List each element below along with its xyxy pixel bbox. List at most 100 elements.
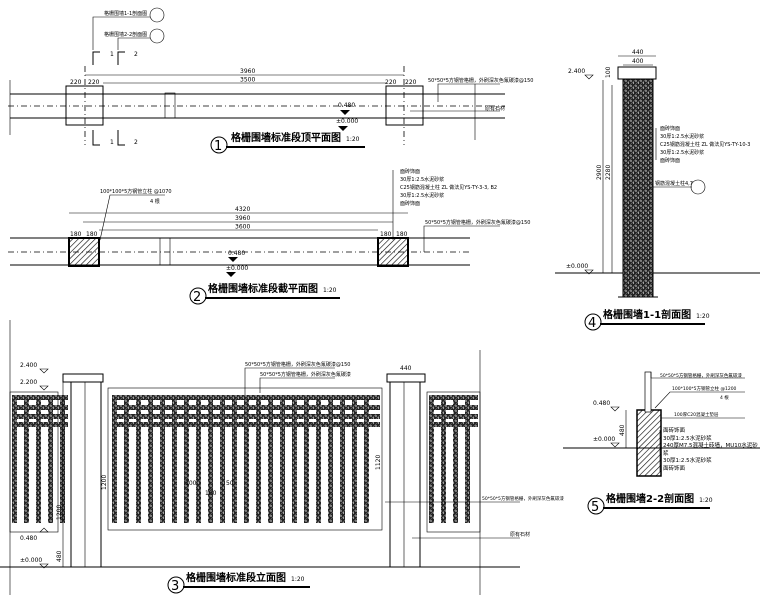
grille-bar xyxy=(172,395,177,523)
dim-440: 440 xyxy=(400,365,412,372)
drawing-2-section-plan: 4320 3960 3600 180 180 180 180 0.480 ±0.… xyxy=(8,168,530,305)
note-stone: 原有石材 xyxy=(485,105,505,112)
dim-180a: 180 xyxy=(70,231,82,238)
grille-rail xyxy=(112,414,380,419)
grille-rail xyxy=(112,422,380,427)
layer-5: 面砖饰面 xyxy=(400,200,420,207)
ref-circle[interactable] xyxy=(690,179,706,195)
title-2: 格栅围墙标准段截平面图 xyxy=(208,282,318,295)
drawing-5-section-2-2: 480 0.480 ±0.000 50*50*5方钢管格栅，外刷深灰色氟碳漆 1… xyxy=(563,371,760,515)
title-circle-3 xyxy=(167,576,185,594)
grille-bar xyxy=(364,395,369,523)
dim-2900: 2900 xyxy=(596,165,603,180)
grille-bar xyxy=(36,395,41,523)
grille-bar xyxy=(232,395,237,523)
grille-bar xyxy=(24,395,29,523)
dim-220: 220 xyxy=(70,79,82,86)
callout-circle-1[interactable] xyxy=(149,7,165,23)
grille-bar xyxy=(328,395,333,523)
grille-rail xyxy=(12,414,68,419)
grille-bar xyxy=(160,395,165,523)
grille-rail xyxy=(429,405,478,410)
grille-bar xyxy=(196,395,201,523)
level-0000: ±0.000 xyxy=(566,263,588,270)
d5-layer-5: 面砖饰面 xyxy=(663,465,686,472)
level-2400: 2.400 xyxy=(20,362,37,369)
grille-bar xyxy=(453,395,458,523)
grille-bar xyxy=(316,395,321,523)
grille-rail xyxy=(429,422,478,427)
pillar-left-section xyxy=(68,237,100,267)
grille-bar xyxy=(136,395,141,523)
dim-3500: 3500 xyxy=(240,77,255,84)
grille-rail xyxy=(429,414,478,419)
note-2: 100*100*5方钢管立柱 @1200 xyxy=(672,385,737,392)
title-circle-1 xyxy=(210,136,228,154)
drawing-4-section-1-1: 440 400 2900 2280 100 2.400 ±0.000 面砖饰面 … xyxy=(555,49,760,331)
dim-100b: 100 xyxy=(205,490,217,497)
dim-1200: 1200 xyxy=(101,475,108,490)
scale-3: 1:20 xyxy=(291,576,305,583)
note-grille: 50*50*5方钢管格栅，外刷深灰色氟碳漆@150 xyxy=(425,219,530,226)
grille-bar xyxy=(340,395,345,523)
level-0480: 0.480 xyxy=(338,102,355,109)
scale-1: 1:20 xyxy=(346,136,360,143)
grille-bar xyxy=(220,395,225,523)
grille-bar xyxy=(244,395,249,523)
note-grille: 50*50*5方钢管格栅，外刷深灰色氟碳漆@150 xyxy=(428,77,533,84)
grille-bar xyxy=(112,395,117,523)
pillar-left xyxy=(70,381,102,568)
grille-rail xyxy=(12,395,68,400)
dim-220b: 220 xyxy=(88,79,100,86)
dim-3960: 3960 xyxy=(235,215,250,222)
grille-bar xyxy=(465,395,470,523)
layer-4: 30厚1:2.5水泥砂浆 xyxy=(400,192,444,199)
d5-layer-list: 面砖饰面 30厚1:2.5水泥砂浆 240厚M7.5混凝土砖墙，MU10水泥砂浆… xyxy=(663,428,758,473)
grille-rail xyxy=(12,405,68,410)
scale-5: 1:20 xyxy=(699,497,713,504)
drawing-1-top-plan: 3960 3500 220 220 220 220 0.480 ±0.000 1… xyxy=(8,7,533,154)
note-grille-3: 50*50*5方钢管格栅，外刷深灰色氟碳漆 xyxy=(482,495,564,502)
level-0480: 0.480 xyxy=(228,250,245,257)
level-0000: ±0.000 xyxy=(226,265,248,272)
callout-circle-2[interactable] xyxy=(149,28,165,44)
dim-1200-left: 1200 xyxy=(56,505,63,520)
section-mark-1: 1 xyxy=(110,51,114,58)
note-3: 4 根 xyxy=(720,394,729,401)
section-mark-2: 2 xyxy=(134,51,138,58)
layer-3: C25钢筋混凝土柱 ZL 做法见YS-TY-3-3, B2 xyxy=(400,184,497,191)
dim-100: 100 xyxy=(185,480,197,487)
d5-layer-3: 240厚M7.5混凝土砖墙，MU10水泥砂浆 xyxy=(663,443,758,457)
dim-180d: 180 xyxy=(396,231,408,238)
grille-bar xyxy=(292,395,297,523)
title-circle-2 xyxy=(189,287,207,305)
note-post: 100*100*5方钢管立柱 @1070 xyxy=(100,188,172,195)
ref-note: 钢筋混凝土柱4,7 xyxy=(655,180,693,187)
grille-bar xyxy=(352,395,357,523)
level-2400: 2.400 xyxy=(568,68,585,75)
grille-bar xyxy=(60,395,65,523)
note-stone: 原有石材 xyxy=(510,531,530,538)
dim-480: 480 xyxy=(56,550,63,562)
dim-100: 100 xyxy=(605,66,612,78)
note-grille-1: 50*50*5方钢管格栅，外刷深灰色氟碳漆@150 xyxy=(245,361,350,368)
dim-400: 400 xyxy=(632,58,644,65)
grille-bar xyxy=(268,395,273,523)
section-mark-2b: 2 xyxy=(134,139,138,146)
section-mark-1b: 1 xyxy=(110,139,114,146)
dim-480: 480 xyxy=(619,424,626,436)
dim-220d: 220 xyxy=(405,79,417,86)
grille-rail xyxy=(429,395,478,400)
drawing-3-elevation: 2.400 2.200 0.480 ±0.000 1200 480 1200 1… xyxy=(0,320,564,595)
layer-4: 30厚1:2.5水泥砂浆 xyxy=(660,149,704,156)
callout-label-1: 格栅围墙1-1剖面图 xyxy=(104,10,147,17)
level-0000: ±0.000 xyxy=(336,118,358,125)
grille-rail xyxy=(112,395,380,400)
d5-layer-1: 面砖饰面 xyxy=(663,428,686,434)
grille-bar xyxy=(124,395,129,523)
grille-bars xyxy=(12,395,478,523)
dim-2280: 2280 xyxy=(605,165,612,180)
